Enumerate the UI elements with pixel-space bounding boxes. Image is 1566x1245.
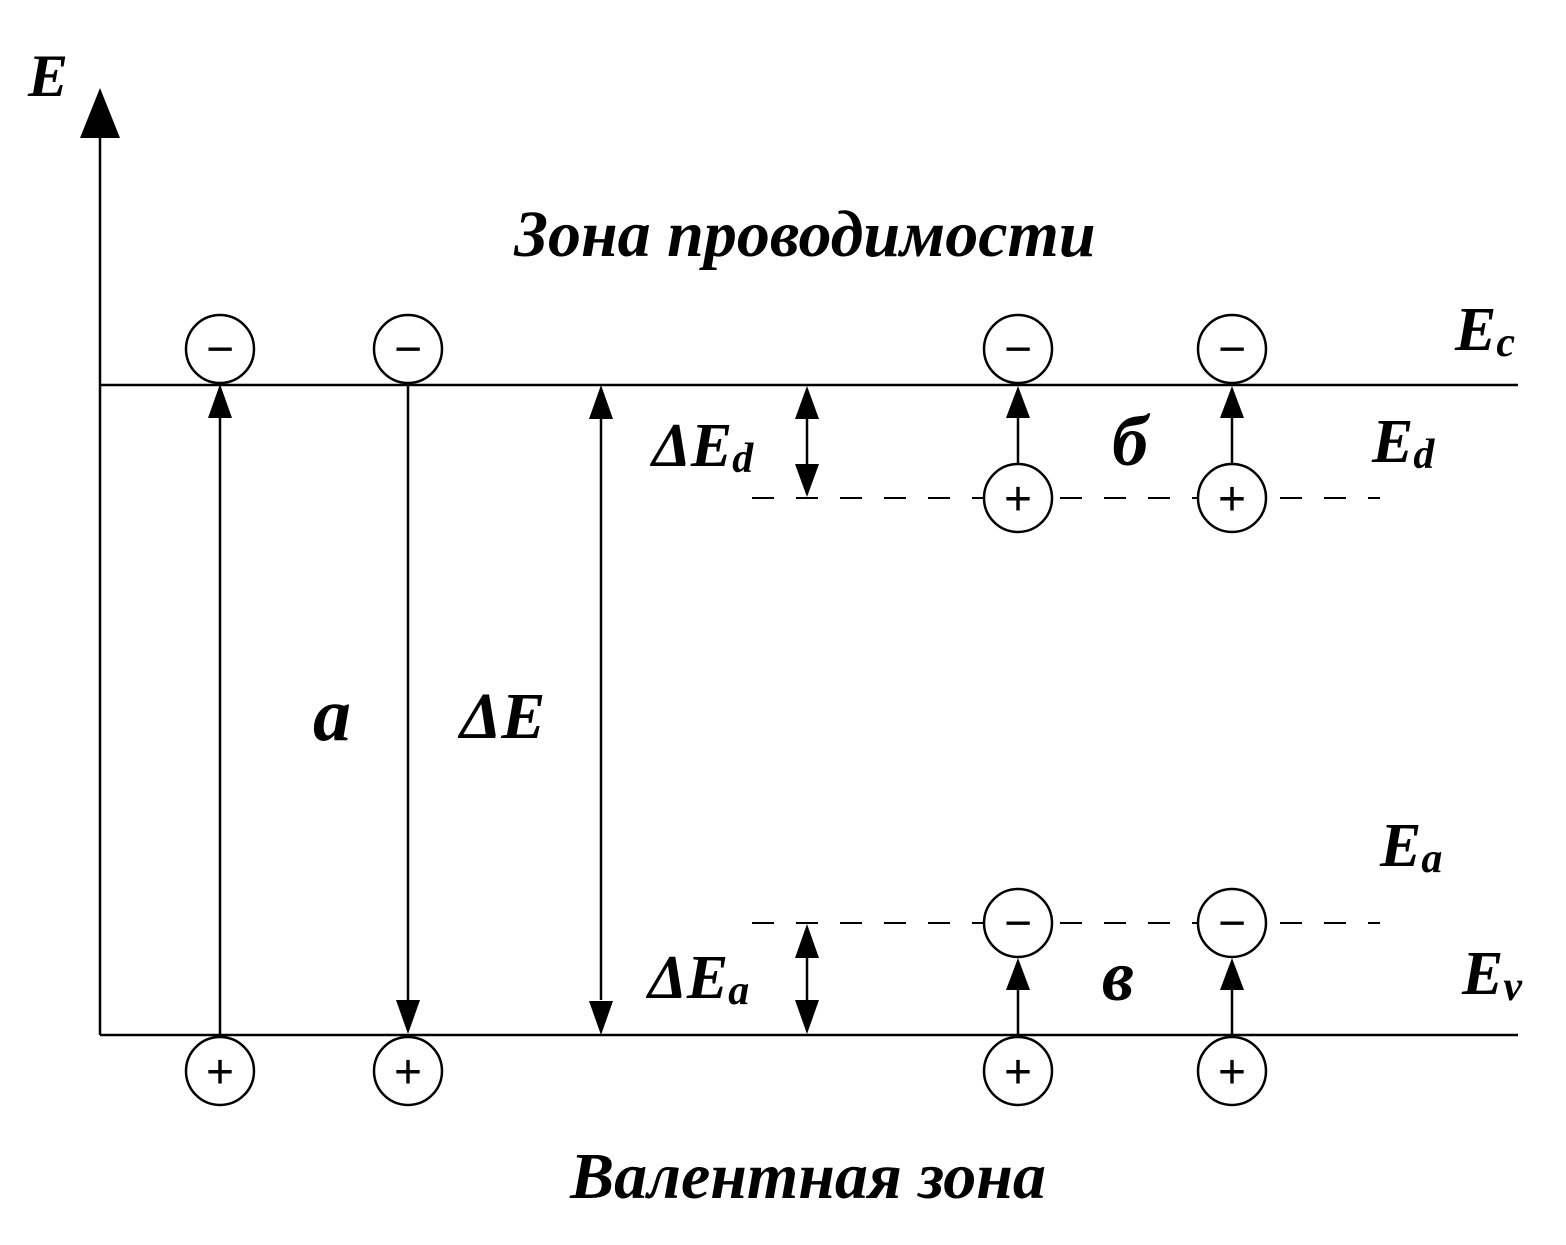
electron-1: − <box>184 313 256 385</box>
band-gap-arrowhead-top <box>589 385 613 419</box>
svg-text:+: + <box>394 1046 422 1099</box>
acceptor-ionization-arrowhead-1 <box>1006 958 1030 990</box>
energy-axis-label: E <box>27 43 68 109</box>
hole-3: + <box>982 1035 1054 1107</box>
svg-text:−: − <box>1218 323 1246 376</box>
ionized-acceptor-2: − <box>1196 887 1268 959</box>
svg-text:−: − <box>1004 897 1032 950</box>
level-ed-label: Ed <box>1371 408 1435 478</box>
acceptor-ionization-arrowhead-2 <box>1220 958 1244 990</box>
acceptor-gap-arrowhead-top <box>795 924 819 958</box>
donor-gap-arrowhead-top <box>795 386 819 419</box>
svg-text:−: − <box>1004 323 1032 376</box>
acceptor-gap-label: ΔEa <box>645 944 749 1014</box>
band-gap-arrowhead-bottom <box>589 1001 613 1035</box>
donor-gap-arrowhead-bottom <box>795 464 819 497</box>
case-label-acceptor: в <box>1102 936 1134 1016</box>
hole-1: + <box>184 1035 256 1107</box>
conduction-band-title: Зона проводимости <box>513 198 1095 271</box>
ionized-acceptor-1: − <box>982 887 1054 959</box>
svg-text:+: + <box>1004 1046 1032 1099</box>
case-label-intrinsic: а <box>313 673 351 757</box>
donor-gap-label: ΔEd <box>649 412 754 482</box>
level-ev-label: Ev <box>1461 940 1523 1010</box>
svg-text:+: + <box>1218 1046 1246 1099</box>
svg-text:+: + <box>1004 473 1032 526</box>
hole-2: + <box>372 1035 444 1107</box>
donor-ionization-arrowhead-1 <box>1006 386 1030 418</box>
svg-text:−: − <box>206 323 234 376</box>
svg-text:−: − <box>1218 897 1246 950</box>
electron-2: − <box>372 313 444 385</box>
electron-3: − <box>982 313 1054 385</box>
svg-text:+: + <box>206 1046 234 1099</box>
generation-arrowhead <box>208 384 232 418</box>
band-gap-label: ΔE <box>457 680 545 753</box>
svg-text:−: − <box>394 323 422 376</box>
case-label-donor: б <box>1112 401 1151 481</box>
hole-4: + <box>1196 1035 1268 1107</box>
level-ec-label: Ec <box>1454 296 1515 366</box>
electron-4: − <box>1196 313 1268 385</box>
ionized-donor-1: + <box>982 462 1054 534</box>
svg-text:+: + <box>1218 473 1246 526</box>
recombination-arrowhead <box>396 1000 420 1034</box>
valence-band-title: Валентная зона <box>569 1140 1046 1213</box>
ionized-donor-2: + <box>1196 462 1268 534</box>
acceptor-gap-arrowhead-bottom <box>795 1000 819 1034</box>
energy-axis-arrowhead <box>80 88 120 138</box>
donor-ionization-arrowhead-2 <box>1220 386 1244 418</box>
level-ea-label: Ea <box>1379 812 1442 882</box>
